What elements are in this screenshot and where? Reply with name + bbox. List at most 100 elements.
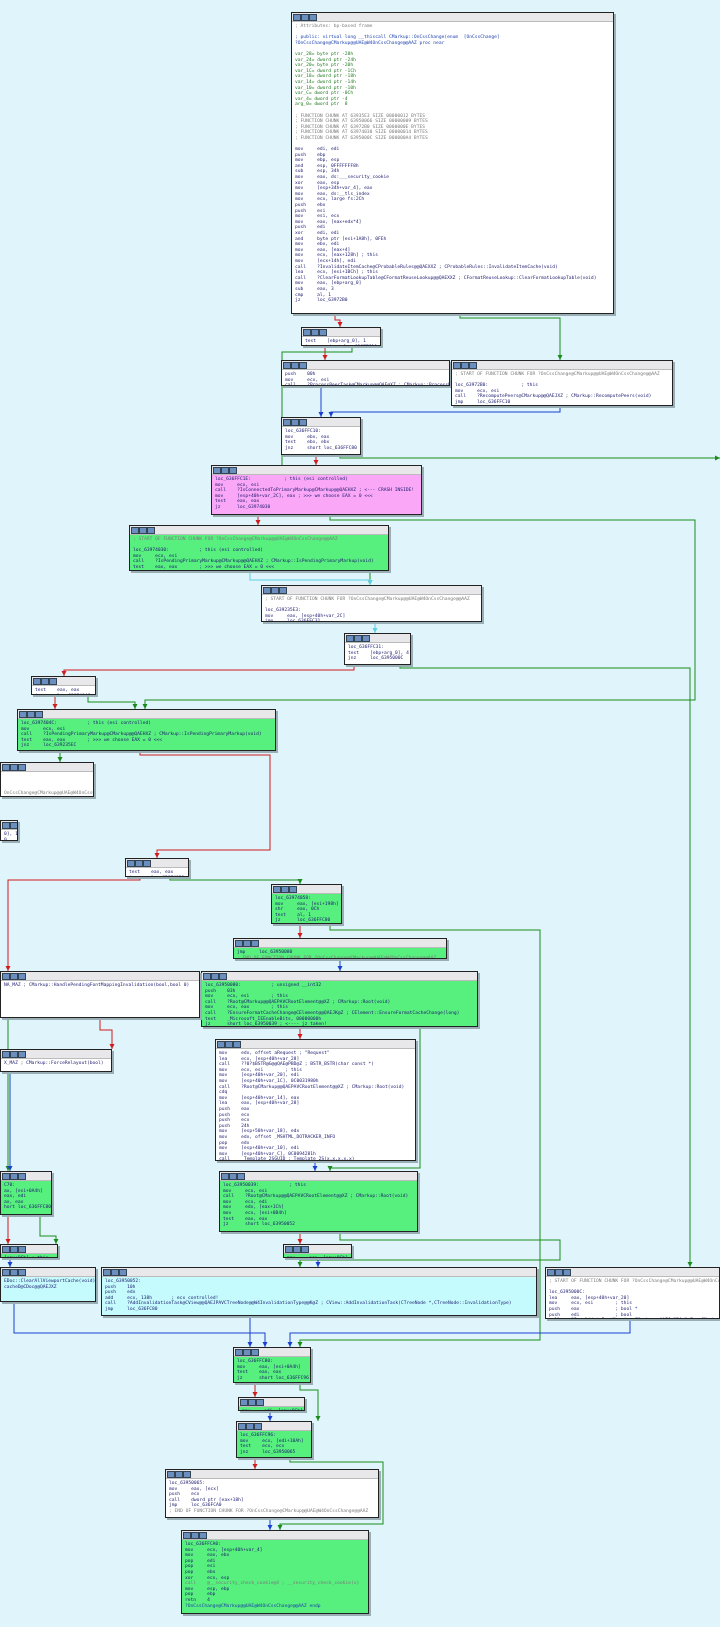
- graph-view-icon[interactable]: [10, 764, 18, 771]
- graph-view-icon[interactable]: [461, 362, 469, 369]
- block-menu-icon[interactable]: [119, 1269, 127, 1276]
- jmp-63950080-block[interactable]: jmp loc_63950080; END OF FUNCTION CHUNK …: [233, 938, 447, 959]
- block-title-bar[interactable]: [1, 1245, 57, 1254]
- block-menu-icon[interactable]: [143, 860, 151, 867]
- block-title-bar[interactable]: [345, 634, 410, 643]
- is-pending-primary-block-2[interactable]: loc_6397404C: ; this (esi controlled)mov…: [17, 709, 276, 751]
- color-picker-icon[interactable]: [238, 1423, 246, 1430]
- graph-view-icon[interactable]: [139, 527, 147, 534]
- color-picker-icon[interactable]: [283, 419, 291, 426]
- color-picker-icon[interactable]: [547, 1269, 555, 1276]
- graph-view-icon[interactable]: [191, 1532, 199, 1539]
- color-picker-icon[interactable]: [273, 886, 281, 893]
- color-picker-icon[interactable]: [346, 635, 354, 642]
- color-picker-icon[interactable]: [217, 1041, 225, 1048]
- graph-view-icon[interactable]: [10, 822, 17, 829]
- graph-view-icon[interactable]: [555, 1269, 563, 1276]
- crash-inside-block[interactable]: loc_636FFC1E: ; this (esi controlled)mov…: [211, 465, 422, 515]
- block-menu-icon[interactable]: [299, 362, 307, 369]
- block-title-bar[interactable]: [1, 821, 17, 830]
- block-title-bar[interactable]: [452, 361, 672, 370]
- block-title-bar[interactable]: [282, 418, 360, 427]
- loc-6395000c-block[interactable]: ; START OF FUNCTION CHUNK FOR ?OnCssChan…: [545, 1267, 720, 1319]
- block-menu-icon[interactable]: [18, 973, 26, 980]
- block-menu-icon[interactable]: [251, 1349, 259, 1356]
- graph-view-icon[interactable]: [10, 1173, 18, 1180]
- color-picker-icon[interactable]: [285, 1246, 293, 1253]
- block-title-bar[interactable]: [546, 1268, 719, 1277]
- mov-ecx-small-block[interactable]: mov ecx, [eax+0Ch]: [283, 1244, 352, 1258]
- block-menu-icon[interactable]: [251, 940, 259, 947]
- color-picker-icon[interactable]: [293, 14, 301, 21]
- block-title-bar[interactable]: [284, 1245, 351, 1254]
- color-picker-icon[interactable]: [235, 940, 243, 947]
- block-menu-icon[interactable]: [256, 1399, 264, 1406]
- block-menu-icon[interactable]: [254, 1423, 262, 1430]
- graph-view-icon[interactable]: [225, 1041, 233, 1048]
- color-picker-icon[interactable]: [203, 973, 211, 980]
- graph-view-icon[interactable]: [291, 419, 299, 426]
- block-title-bar[interactable]: [212, 466, 421, 475]
- block-menu-icon[interactable]: [299, 419, 307, 426]
- block-menu-icon[interactable]: [469, 362, 477, 369]
- graph-view-icon[interactable]: [10, 1051, 18, 1058]
- recompute-peers-block[interactable]: ; START OF FUNCTION CHUNK FOR ?OnCssChan…: [451, 360, 673, 406]
- graph-view-icon[interactable]: [311, 329, 319, 336]
- graph-view-icon[interactable]: [248, 1399, 256, 1406]
- graph-view-icon[interactable]: [10, 1246, 18, 1253]
- loc-636ffc96-block[interactable]: loc_636FFC96:mov ecx, [edi+10Ah]test ecx…: [236, 1421, 312, 1458]
- color-picker-icon[interactable]: [240, 1399, 248, 1406]
- graph-view-icon[interactable]: [243, 940, 251, 947]
- block-menu-icon[interactable]: [309, 14, 317, 21]
- color-picker-icon[interactable]: [2, 1051, 10, 1058]
- color-picker-icon[interactable]: [263, 587, 271, 594]
- block-title-bar[interactable]: [216, 1040, 415, 1049]
- block-menu-icon[interactable]: [147, 527, 155, 534]
- graph-view-icon[interactable]: [291, 362, 299, 369]
- block-menu-icon[interactable]: [183, 1471, 191, 1478]
- block-title-bar[interactable]: [234, 939, 446, 948]
- block-title-bar[interactable]: [1, 1172, 51, 1181]
- graph-view-icon[interactable]: [243, 1349, 251, 1356]
- block-menu-icon[interactable]: [301, 1246, 309, 1253]
- color-picker-icon[interactable]: [127, 860, 135, 867]
- color-picker-icon[interactable]: [103, 1269, 111, 1276]
- block-menu-icon[interactable]: [18, 1246, 26, 1253]
- block-title-bar[interactable]: [32, 677, 95, 686]
- block-title-bar[interactable]: [302, 328, 380, 337]
- color-picker-icon[interactable]: [2, 973, 10, 980]
- template-trace-block[interactable]: mov edx, offset aRequest ; "Request"lea …: [215, 1039, 416, 1161]
- block-title-bar[interactable]: [18, 710, 275, 719]
- graph-view-icon[interactable]: [229, 1173, 237, 1180]
- color-picker-icon[interactable]: [2, 1269, 10, 1276]
- left-offscreen-block-1[interactable]: OnCssChange@CMarkup@@UAE@W4OnCssChange@@…: [0, 762, 94, 797]
- block-menu-icon[interactable]: [18, 764, 26, 771]
- block-menu-icon[interactable]: [279, 587, 287, 594]
- block-title-bar[interactable]: [1, 1268, 95, 1277]
- loc-636ffca0-final-block[interactable]: loc_636FFCA0:mov ecx, [esp+40h+var_4]mov…: [181, 1530, 369, 1614]
- graph-view-icon[interactable]: [175, 1471, 183, 1478]
- graph-view-icon[interactable]: [10, 1269, 18, 1276]
- graph-view-icon[interactable]: [221, 467, 229, 474]
- block-title-bar[interactable]: [237, 1422, 311, 1431]
- block-menu-icon[interactable]: [18, 1173, 26, 1180]
- loc-63974058-block[interactable]: loc_63974058:mov eax, [esi+198h]shr eax,…: [271, 884, 342, 924]
- block-title-bar[interactable]: [202, 972, 477, 981]
- color-picker-icon[interactable]: [19, 711, 27, 718]
- entry-block[interactable]: ; Attributes: bp-based frame ; public: v…: [291, 12, 614, 314]
- left-handle-font-mapping-block[interactable]: NA_MAZ ; CMarkup::HandlePendingFontMappi…: [0, 971, 200, 1018]
- block-menu-icon[interactable]: [319, 329, 327, 336]
- block-title-bar[interactable]: [182, 1531, 368, 1540]
- loc-639235e3-block[interactable]: ; START OF FUNCTION CHUNK FOR ?OnCssChan…: [261, 585, 482, 622]
- color-picker-icon[interactable]: [221, 1173, 229, 1180]
- left-clear-viewport-block[interactable]: EDoc::ClearAllViewportCache(void)cacheD@…: [0, 1267, 96, 1302]
- block-menu-icon[interactable]: [18, 1051, 26, 1058]
- color-picker-icon[interactable]: [131, 527, 139, 534]
- color-picker-icon[interactable]: [2, 764, 10, 771]
